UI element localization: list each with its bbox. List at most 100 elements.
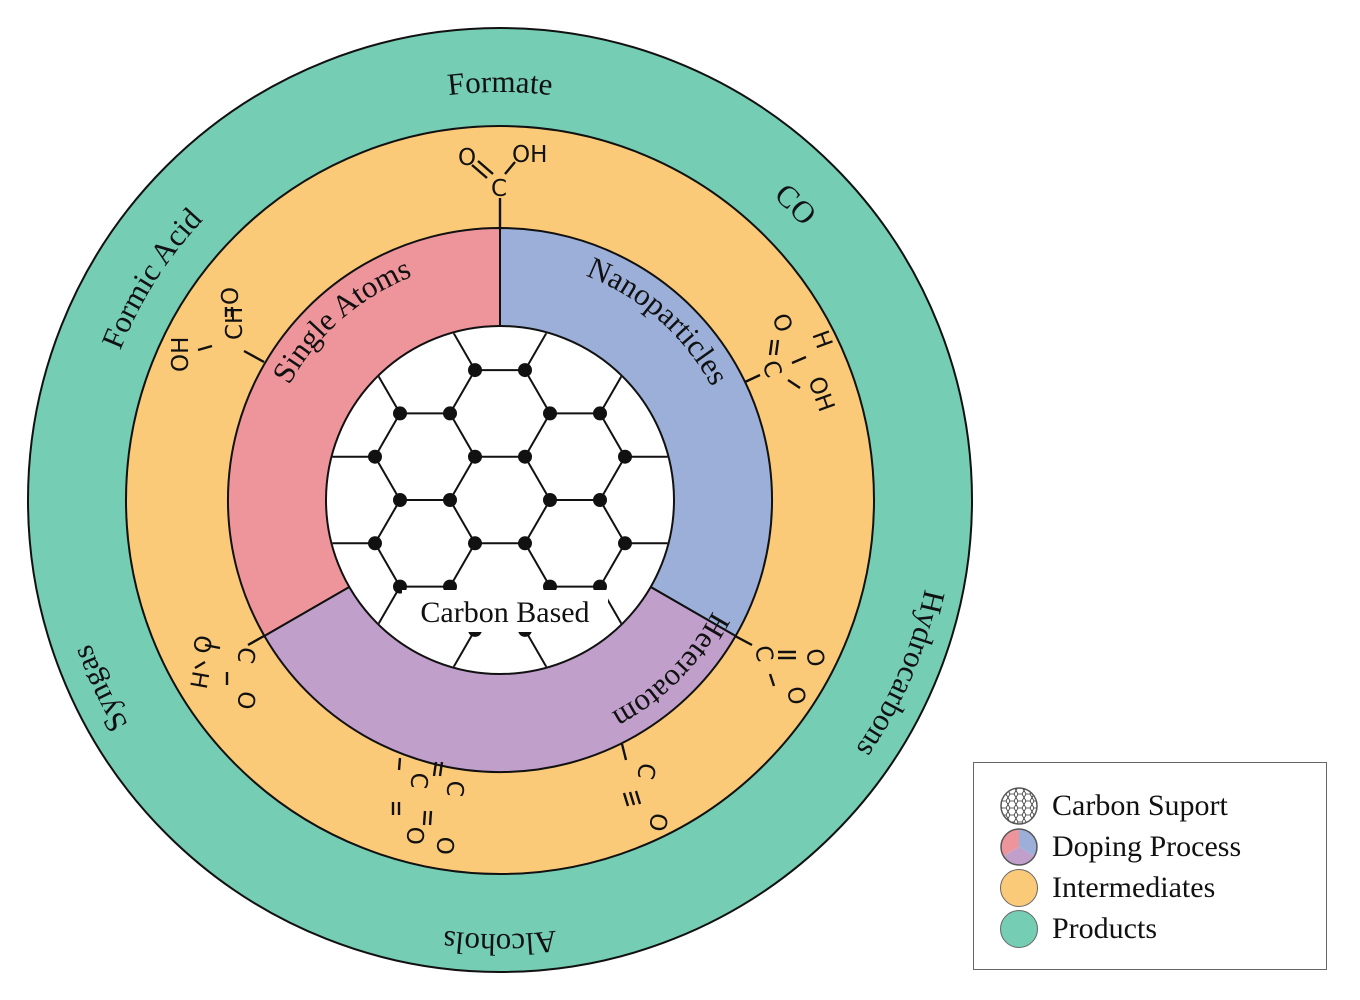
lattice-bond — [825, 846, 850, 889]
lattice-bond — [525, 976, 550, 1000]
lattice-bond — [900, 803, 925, 846]
lattice-bond — [449, 369, 476, 414]
lattice-bond — [150, 67, 175, 110]
lattice-atom — [618, 449, 632, 464]
lattice-bond — [900, 760, 925, 803]
atom-o: O — [800, 647, 829, 669]
lattice-bond — [375, 976, 400, 1000]
lattice-bond — [900, 933, 925, 976]
lattice-bond — [449, 499, 476, 544]
lattice-bond — [900, 110, 925, 153]
lattice-bond — [75, 760, 100, 803]
lattice-bond — [599, 542, 626, 588]
legend-item-doping-process: Doping Process — [974, 826, 1326, 867]
lattice-bond — [300, 24, 325, 67]
atom-c: C — [231, 645, 259, 665]
lattice-bond — [599, 499, 626, 544]
lattice-bond — [599, 369, 626, 414]
legend: Carbon Suport Doping Process Intermediat… — [973, 762, 1327, 970]
intermediate-hcooh-left: CH O OH — [168, 287, 265, 372]
lattice-bond — [825, 67, 850, 110]
doping-pie-icon — [1000, 827, 1038, 866]
lattice-bond — [150, 110, 175, 153]
lattice-bond — [900, 846, 925, 889]
lattice-bond — [75, 803, 100, 846]
lattice-bond — [449, 542, 476, 588]
lattice-atom — [468, 363, 482, 378]
legend-label: Products — [1052, 911, 1157, 945]
legend-item-intermediates: Intermediates — [974, 867, 1326, 908]
lattice-bond — [300, 976, 325, 1000]
lattice-atom — [468, 536, 482, 551]
lattice-bond — [825, 890, 850, 933]
atom-o: O — [430, 835, 457, 855]
atom-o: O — [458, 145, 476, 171]
lattice-bond — [374, 456, 401, 501]
lattice-bond — [750, 933, 775, 976]
lattice-bond — [150, 933, 175, 976]
atom-oh: OH — [512, 142, 547, 168]
intermediate-coo-right: C O O — [734, 634, 829, 707]
lattice-bond — [374, 369, 401, 414]
atom-o: O — [231, 689, 260, 711]
legend-item-carbon-support: Carbon Suport — [974, 785, 1326, 826]
lattice-bond — [225, 24, 250, 67]
lattice-bond — [825, 24, 850, 67]
lattice-bond — [225, 976, 250, 1000]
lattice-bond — [825, 933, 850, 976]
lattice-atom — [368, 449, 382, 464]
lattice-bond — [900, 154, 925, 197]
lattice-atom — [593, 493, 607, 507]
intermediate-hcoo-left: C O O H — [184, 633, 265, 711]
lattice-bond — [225, 933, 250, 976]
atom-o: O — [400, 825, 427, 845]
intermediate-co-bottom-right: C O — [620, 743, 672, 833]
lattice-atom — [593, 406, 607, 421]
lattice-bond — [449, 629, 476, 673]
lattice-bond — [675, 933, 700, 976]
graphene-lattice — [75, 24, 925, 1000]
intermediates-swatch — [1000, 868, 1038, 907]
lattice-bond — [900, 197, 925, 240]
lattice-bond — [75, 890, 100, 933]
lattice-bond — [374, 499, 401, 544]
atom-c: C — [405, 771, 432, 789]
lattice-atom — [543, 493, 557, 507]
atom-o: O — [218, 287, 244, 305]
lattice-atom — [443, 406, 457, 421]
lattice-bond — [599, 456, 626, 501]
lattice-bond — [150, 846, 175, 889]
center-label: Carbon Based — [420, 596, 589, 629]
lattice-bond — [900, 890, 925, 933]
lattice-bond — [75, 933, 100, 976]
lattice-atom — [368, 536, 382, 551]
lattice-bond — [75, 67, 100, 110]
atom-o: O — [643, 811, 672, 833]
lattice-bond — [75, 110, 100, 153]
lattice-atom — [518, 449, 532, 464]
lattice-bond — [374, 412, 401, 458]
atom-h: H — [184, 669, 213, 691]
lattice-bond — [524, 327, 551, 371]
lattice-atom — [618, 536, 632, 551]
lattice-bond — [524, 499, 551, 544]
lattice-bond — [900, 976, 925, 1000]
lattice-bond — [675, 976, 700, 1000]
legend-item-products: Products — [974, 908, 1326, 949]
atom-o: O — [781, 685, 810, 707]
lattice-bond — [675, 24, 700, 67]
lattice-bond — [75, 197, 100, 240]
lattice-atom — [393, 493, 407, 507]
lattice-bond — [524, 369, 551, 414]
svg-text:Formate: Formate — [446, 64, 555, 102]
carbon-support: Carbon Based — [75, 24, 925, 1000]
lattice-bond — [75, 154, 100, 197]
atom-c: C — [631, 761, 659, 781]
atom-oh: OH — [168, 337, 194, 372]
lattice-bond — [524, 412, 551, 458]
lattice-bond — [449, 456, 476, 501]
lattice-bond — [825, 110, 850, 153]
label-alcohols: Alcohols — [441, 924, 559, 963]
lattice-bond — [449, 327, 476, 371]
